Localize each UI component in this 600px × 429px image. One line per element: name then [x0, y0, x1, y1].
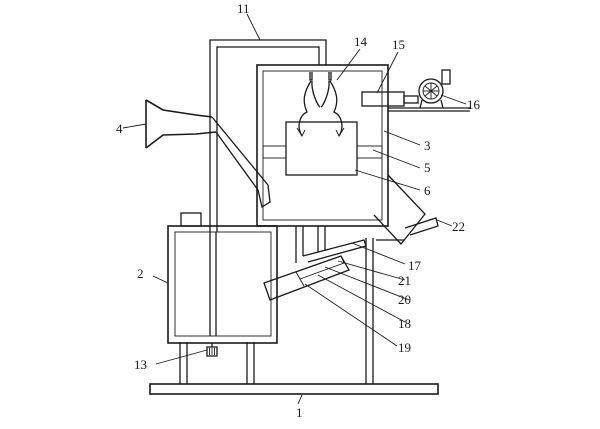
base-plate — [149, 383, 439, 395]
main-chamber — [256, 64, 389, 227]
filter-bag — [296, 72, 345, 137]
callout-20: 20 — [398, 292, 411, 307]
callout-21: 21 — [398, 273, 411, 288]
blower-assembly — [361, 69, 470, 112]
callout-1: 1 — [296, 405, 303, 420]
callout-18: 18 — [398, 316, 411, 331]
callout-22: 22 — [452, 219, 465, 234]
callout-16: 16 — [467, 97, 481, 112]
callout-2: 2 — [137, 266, 144, 281]
feed-hopper — [145, 99, 271, 209]
callout-6: 6 — [424, 183, 431, 198]
callout-17: 17 — [408, 258, 422, 273]
callout-5: 5 — [424, 160, 431, 175]
callout-11: 11 — [237, 1, 250, 16]
discharge-assembly — [263, 226, 367, 301]
basket-assembly — [262, 121, 383, 176]
callout-15: 15 — [392, 37, 405, 52]
drain-valve — [206, 343, 218, 357]
callout-13: 13 — [134, 357, 147, 372]
callout-14: 14 — [354, 34, 368, 49]
return-pipe — [209, 39, 327, 232]
storage-tank — [167, 212, 278, 344]
side-discharge — [373, 174, 439, 245]
support-legs — [179, 238, 374, 384]
callout-3: 3 — [424, 138, 431, 153]
callout-4: 4 — [116, 121, 123, 136]
leader-lines — [122, 13, 467, 405]
callout-19: 19 — [398, 340, 411, 355]
